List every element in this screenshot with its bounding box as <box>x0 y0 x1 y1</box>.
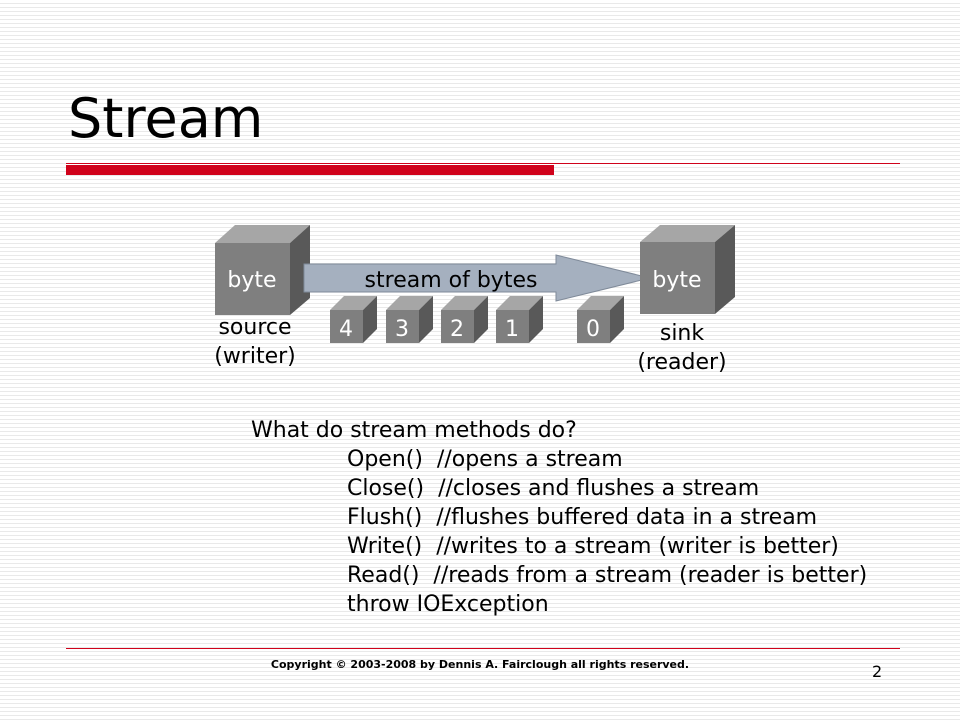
method-line: Close() //closes and flushes a stream <box>347 476 760 501</box>
title-rule-thin <box>66 163 900 164</box>
copyright-notice: Copyright © 2003-2008 by Dennis A. Fairc… <box>270 658 690 671</box>
byte-cube-label: 2 <box>450 317 464 342</box>
sink-box-label: byte <box>652 268 701 293</box>
method-line: Write() //writes to a stream (writer is … <box>347 534 839 559</box>
sink-label: sink (reader) <box>622 320 742 377</box>
byte-cube-3: 3 <box>386 296 433 343</box>
source-byte-cube: byte <box>215 225 310 315</box>
byte-cube-label: 4 <box>339 317 353 342</box>
byte-cube-label: 0 <box>586 317 600 342</box>
sink-byte-cube: byte <box>640 225 735 314</box>
sink-label-line2: (reader) <box>637 349 727 375</box>
source-label-line1: source <box>218 315 292 340</box>
page-number: 2 <box>872 662 883 681</box>
methods-question: What do stream methods do? <box>251 418 577 443</box>
byte-cube-label: 3 <box>395 317 409 342</box>
source-label: source (writer) <box>200 314 310 371</box>
slide-title: Stream <box>68 87 264 150</box>
method-line: Open() //opens a stream <box>347 447 623 472</box>
byte-cube-2: 2 <box>441 296 488 343</box>
stream-arrow <box>303 254 651 302</box>
title-rule-accent <box>66 165 554 175</box>
methods-text: What do stream methods do? Open() //open… <box>251 416 867 619</box>
byte-cube-label: 1 <box>505 317 519 342</box>
byte-cube-1: 1 <box>496 296 543 343</box>
sink-label-line1: sink <box>659 321 705 346</box>
arrow-label: stream of bytes <box>365 268 538 293</box>
byte-cube-4: 4 <box>330 296 377 343</box>
source-label-line2: (writer) <box>214 343 296 369</box>
method-line: throw IOException <box>347 592 549 617</box>
method-line: Read() //reads from a stream (reader is … <box>347 563 868 588</box>
byte-cube-0: 0 <box>577 296 624 343</box>
footer-rule <box>66 648 900 649</box>
source-box-label: byte <box>227 268 276 293</box>
method-line: Flush() //flushes buffered data in a str… <box>347 505 818 530</box>
